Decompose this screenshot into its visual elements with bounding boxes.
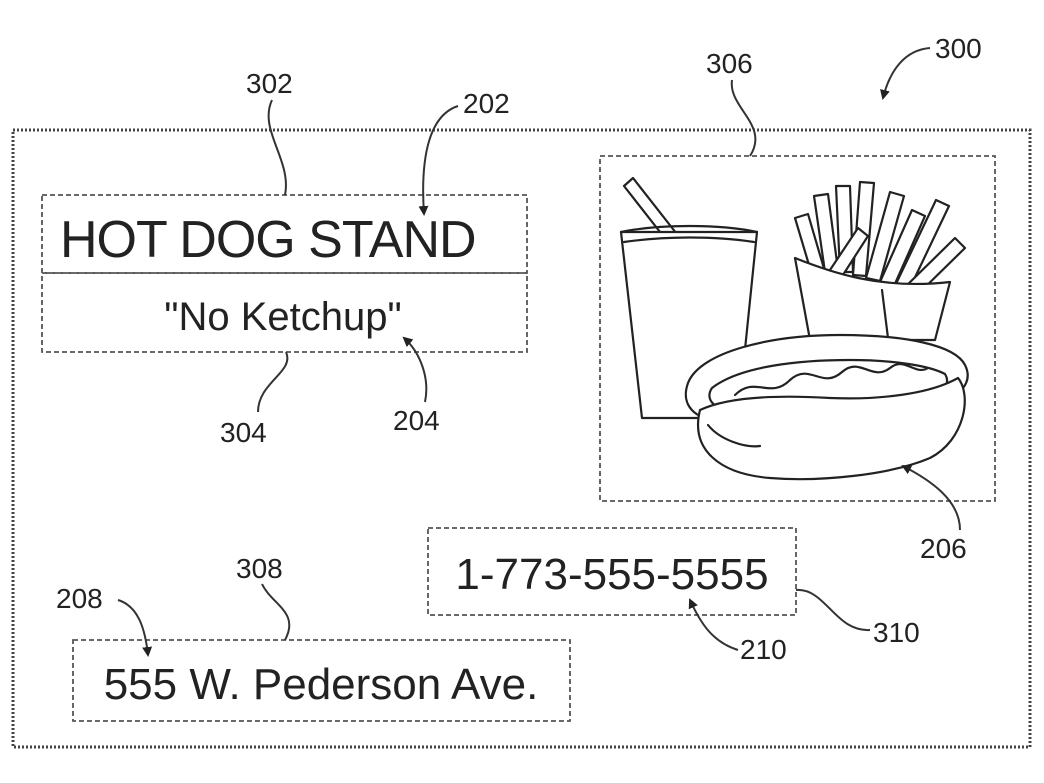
leader-arrow-300 (880, 47, 931, 100)
leader-line-304 (257, 351, 289, 413)
leader-arrow-206 (901, 465, 961, 531)
ref-label-302: 302 (246, 68, 293, 99)
subtitle-text: "No Ketchup" (164, 295, 401, 339)
leader-line-310 (795, 588, 871, 632)
fry-container-icon (793, 256, 952, 342)
ref-label-208: 208 (56, 583, 103, 614)
phone-text: 1-773-555-5555 (455, 550, 768, 599)
leader-arrow-208 (117, 599, 153, 657)
ref-label-300: 300 (935, 33, 982, 64)
leader-line-306 (730, 79, 757, 157)
food-illustration (619, 176, 969, 481)
title-box (41, 194, 528, 274)
leader-line-308 (261, 583, 291, 641)
ref-label-202: 202 (463, 88, 510, 119)
ref-label-310: 310 (873, 617, 920, 648)
leader-arrow-202 (418, 105, 459, 216)
leader-arrow-204 (402, 336, 428, 403)
ref-label-308: 308 (236, 553, 283, 584)
ref-label-306: 306 (706, 48, 753, 79)
phone-box (427, 527, 797, 616)
outer-frame (11, 128, 1032, 749)
ref-label-304: 304 (220, 417, 267, 448)
ref-label-204: 204 (393, 405, 440, 436)
leader-line-302 (267, 99, 287, 196)
address-text: 555 W. Pederson Ave. (104, 660, 539, 709)
leader-arrow-210 (688, 598, 739, 651)
image-box (599, 155, 996, 502)
address-box (72, 639, 571, 722)
ref-label-206: 206 (920, 533, 967, 564)
ref-label-210: 210 (740, 634, 787, 665)
subtitle-box (41, 272, 528, 353)
title-text: HOT DOG STAND (60, 211, 476, 269)
